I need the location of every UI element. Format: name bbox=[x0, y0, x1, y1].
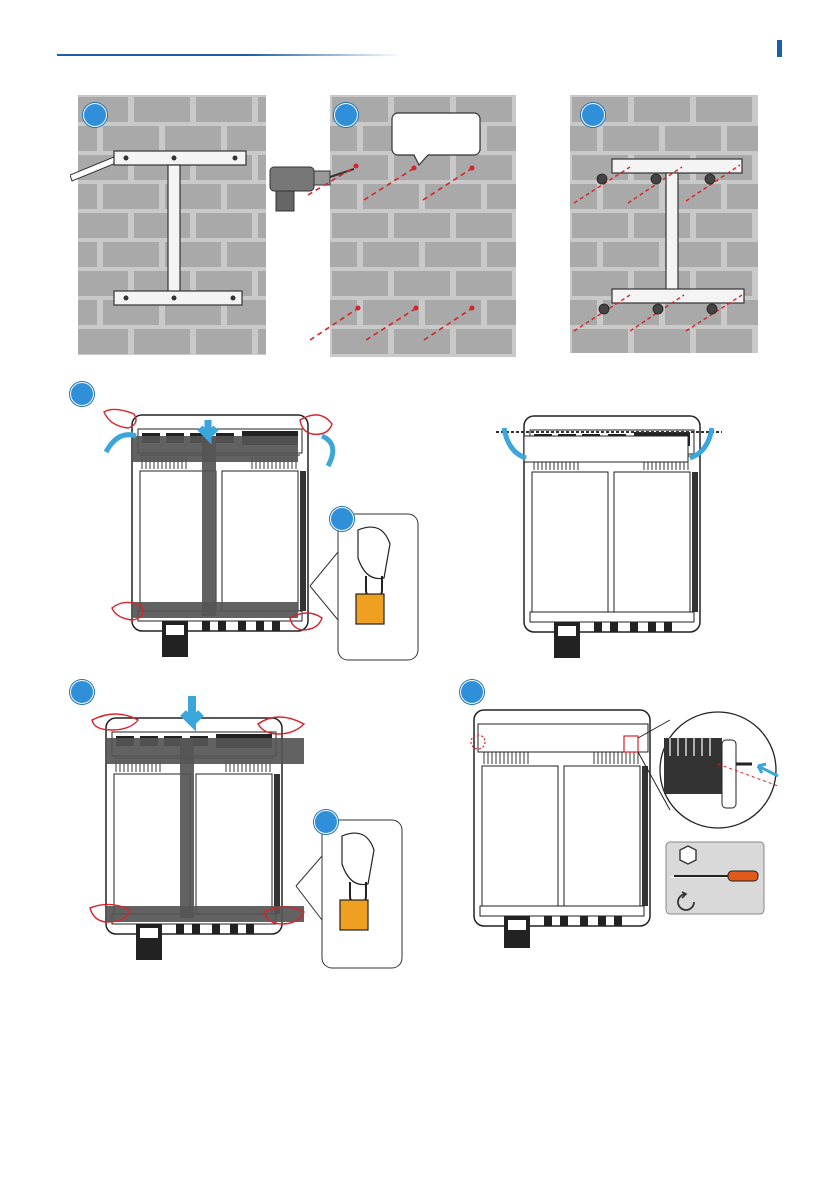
bracket-band bbox=[106, 738, 304, 764]
fasten-screw-illustration bbox=[456, 680, 784, 948]
step-2-badge bbox=[334, 103, 358, 127]
step-3-bolts-panel bbox=[570, 95, 758, 353]
step-4-sub-badge bbox=[330, 507, 354, 531]
bolts-illustration bbox=[570, 95, 758, 353]
step-7-fasten-panel bbox=[456, 680, 784, 948]
lower-inverter-illustration bbox=[494, 408, 726, 664]
down-arrow-icon bbox=[183, 696, 201, 722]
step-6-sub-badge bbox=[314, 810, 338, 834]
step-3-badge bbox=[581, 103, 605, 127]
step-4-badge bbox=[70, 382, 94, 406]
press-inverter-illustration bbox=[68, 680, 412, 972]
header-accent-line bbox=[57, 54, 402, 56]
page-section-marker bbox=[777, 40, 782, 57]
step-4-hang-panel bbox=[68, 380, 424, 662]
zoom-heatsink bbox=[664, 738, 722, 794]
step-6-badge bbox=[70, 680, 94, 704]
step-1-badge bbox=[83, 103, 107, 127]
step-2-drill-panel bbox=[268, 95, 516, 357]
hex-nut-icon bbox=[680, 846, 696, 864]
curve-arrow-right-icon bbox=[322, 436, 333, 466]
step-5-lower-panel bbox=[494, 408, 726, 664]
drill-illustration bbox=[268, 95, 516, 357]
step-1-bracket-panel bbox=[70, 95, 266, 355]
step-7-badge bbox=[460, 680, 484, 704]
step-6-press-panel bbox=[68, 680, 412, 972]
hang-inverter-illustration bbox=[68, 380, 424, 662]
brick-wall-illustration bbox=[70, 95, 266, 355]
